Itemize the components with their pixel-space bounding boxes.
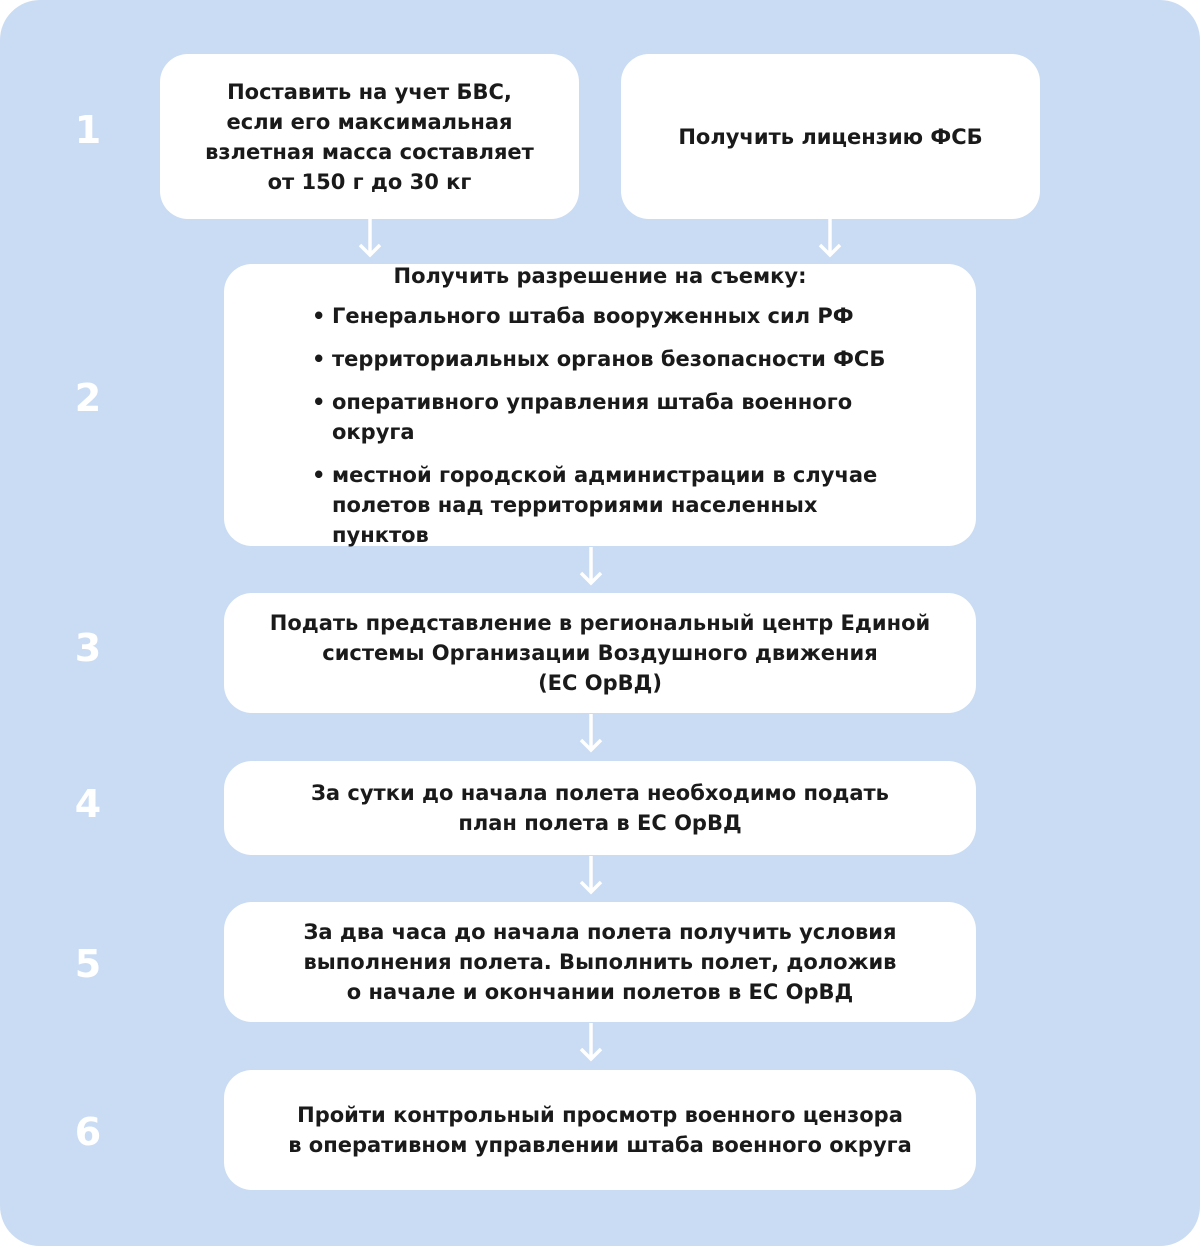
step6-censor-box: Пройти контрольный просмотр военного цен…	[224, 1070, 976, 1190]
step-number-3: 3	[74, 626, 102, 670]
step-number-4: 4	[74, 782, 102, 826]
arrow-down-icon	[579, 1023, 603, 1062]
step1-register-box: Поставить на учет БВС, если его максимал…	[160, 54, 579, 219]
text-line: системы Организации Воздушного движения	[322, 641, 878, 665]
step-number-5: 5	[74, 942, 102, 986]
list-item: Генерального штаба вооруженных сил РФ	[310, 301, 890, 331]
list-item: оперативного управления штаба военного о…	[310, 387, 890, 447]
step-number-2: 2	[74, 376, 102, 420]
arrow-down-icon	[579, 547, 603, 586]
text-line: взлетная масса составляет	[205, 139, 534, 164]
text-line: от 150 г до 30 кг	[267, 169, 472, 194]
text-line: За сутки до начала полета необходимо под…	[311, 781, 889, 805]
text-line: в оперативном управлении штаба военного …	[288, 1133, 912, 1157]
box-title: Получить разрешение на съемку:	[393, 263, 807, 288]
step-number-1: 1	[74, 108, 102, 152]
text-line: выполнения полета. Выполнить полет, доло…	[303, 950, 897, 974]
text-line: план полета в ЕС ОрВД	[458, 811, 742, 835]
text-line: если его максимальная	[226, 109, 513, 134]
text-line: Получить лицензию ФСБ	[678, 124, 983, 149]
arrow-down-icon	[579, 714, 603, 753]
step4-flight-plan-box: За сутки до начала полета необходимо под…	[224, 761, 976, 855]
text-line: За два часа до начала полета получить ус…	[303, 920, 897, 944]
step-number-6: 6	[74, 1110, 102, 1154]
step3-submit-box: Подать представление в региональный цент…	[224, 593, 976, 713]
step5-conditions-box: За два часа до начала полета получить ус…	[224, 902, 976, 1022]
text-line: Пройти контрольный просмотр военного цен…	[297, 1103, 903, 1127]
arrow-down-icon	[579, 856, 603, 895]
arrow-down-icon	[358, 219, 382, 258]
list-item: местной городской администрации в случае…	[310, 460, 890, 550]
text-line: (ЕС ОрВД)	[538, 671, 662, 695]
step1-license-box: Получить лицензию ФСБ	[621, 54, 1040, 219]
text-line: Подать представление в региональный цент…	[269, 611, 931, 635]
arrow-down-icon	[818, 219, 842, 258]
text-line: Поставить на учет БВС,	[227, 79, 512, 104]
step2-permission-box: Получить разрешение на съемку: Генеральн…	[224, 263, 976, 547]
list-item: территориальных органов безопасности ФСБ	[310, 344, 890, 374]
permission-list: Генерального штаба вооруженных сил РФ те…	[310, 301, 890, 550]
text-line: о начале и окончании полетов в ЕС ОрВД	[346, 980, 854, 1004]
